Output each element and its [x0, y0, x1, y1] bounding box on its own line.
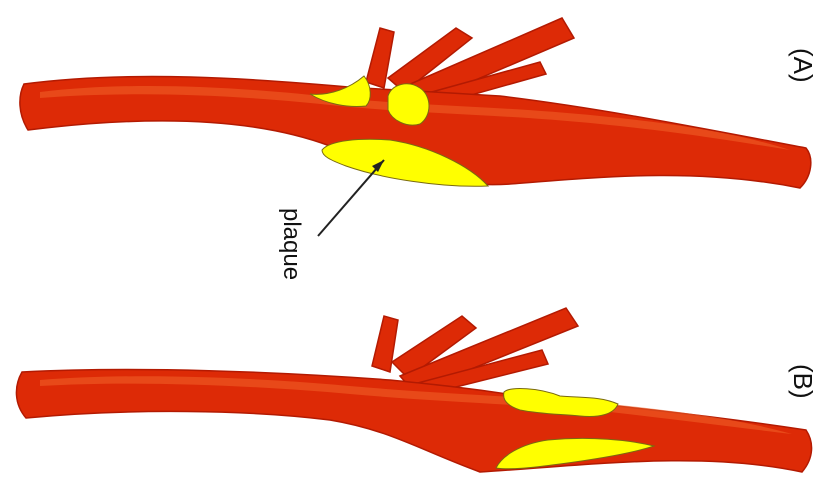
panel-b-label: (B) [788, 364, 818, 399]
plaque-label: plaque [278, 208, 305, 280]
panel-b: (B) [16, 308, 818, 472]
panel-a-plaque-upper-right [388, 84, 429, 125]
plaque-arrow-line [318, 160, 384, 236]
panel-a-label: (A) [788, 48, 818, 83]
panel-a: plaque (A) [20, 18, 818, 280]
